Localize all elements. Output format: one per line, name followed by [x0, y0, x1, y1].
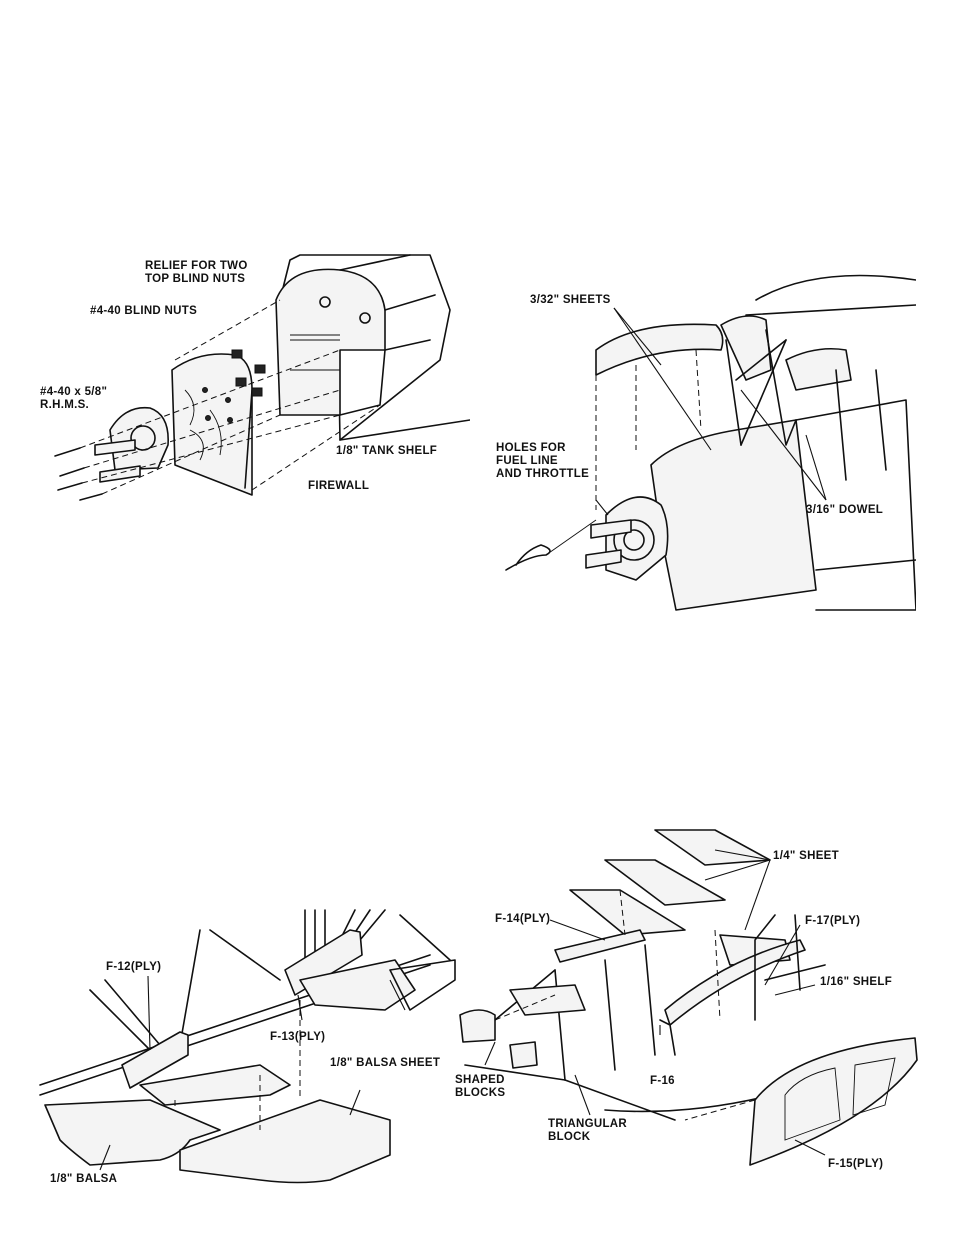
shelf-label: 1/16" SHELF	[820, 976, 892, 989]
sheets-label: 3/32" SHEETS	[530, 294, 611, 307]
triangular-block-label: TRIANGULAR BLOCK	[548, 1118, 627, 1144]
f12-label: F-12(PLY)	[106, 961, 161, 974]
firewall-label: FIREWALL	[308, 480, 369, 493]
relief-label: RELIEF FOR TWO TOP BLIND NUTS	[145, 260, 248, 286]
cabin-floor-figure: F-12(PLY) F-13(PLY) 1/8" BALSA SHEET 1/8…	[30, 900, 460, 1200]
f13-label: F-13(PLY)	[270, 1031, 325, 1044]
cabin-floor-drawing	[30, 900, 460, 1200]
f15-label: F-15(PLY)	[828, 1158, 883, 1171]
top-sheeting-figure: 3/32" SHEETS HOLES FOR FUEL LINE AND THR…	[486, 270, 916, 640]
cabin-top-figure: 1/4" SHEET F-14(PLY) F-17(PLY) 1/16" SHE…	[455, 820, 935, 1190]
shaped-blocks-label: SHAPED BLOCKS	[455, 1074, 505, 1100]
balsa-label: 1/8" BALSA	[50, 1173, 117, 1186]
dowel-label: 3/16" DOWEL	[806, 504, 883, 517]
tank-shelf-label: 1/8" TANK SHELF	[336, 445, 437, 458]
f16-label: F-16	[650, 1075, 675, 1088]
balsa-sheet-label: 1/8" BALSA SHEET	[330, 1057, 440, 1070]
screws-label: #4-40 x 5/8" R.H.M.S.	[40, 386, 107, 412]
firewall-drawing	[40, 240, 470, 510]
holes-label: HOLES FOR FUEL LINE AND THROTTLE	[496, 442, 589, 481]
quarter-sheet-label: 1/4" SHEET	[773, 850, 839, 863]
f14-label: F-14(PLY)	[495, 913, 550, 926]
firewall-figure: RELIEF FOR TWO TOP BLIND NUTS #4-40 BLIN…	[40, 240, 470, 510]
blind-nuts-label: #4-40 BLIND NUTS	[90, 305, 197, 318]
cabin-top-drawing	[455, 820, 935, 1190]
f17-label: F-17(PLY)	[805, 915, 860, 928]
